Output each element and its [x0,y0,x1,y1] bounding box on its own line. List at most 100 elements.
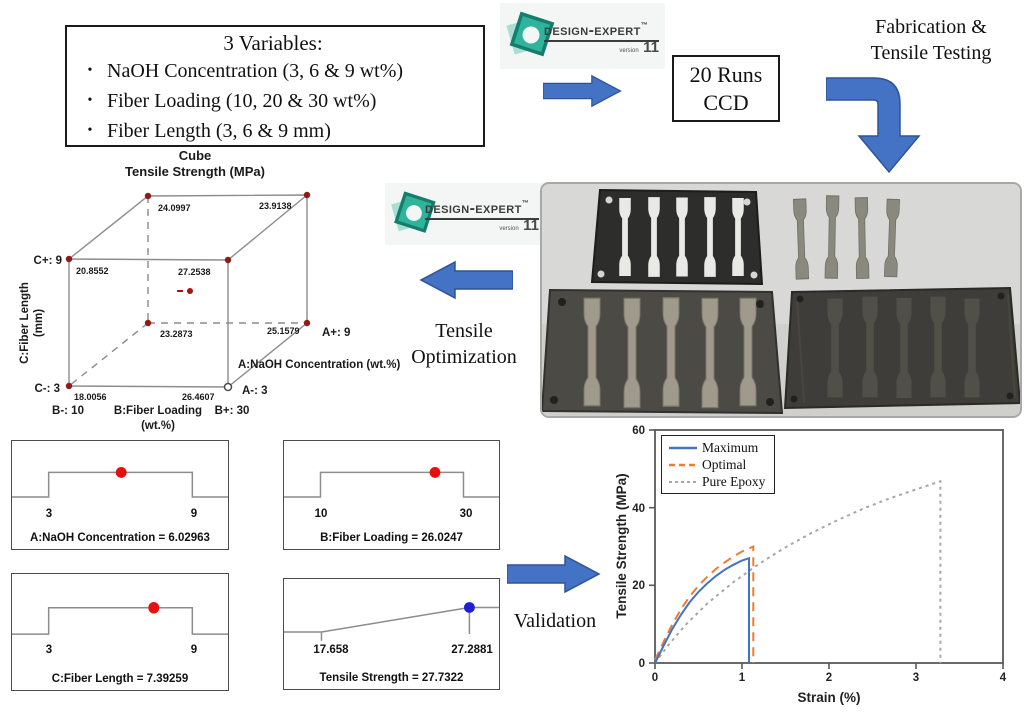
legend-item: Maximum [669,439,768,456]
ccd-line1: 20 Runs [689,61,763,87]
axis-level-label: B+: 30 [215,405,250,417]
axis-level-label: A-: 3 [242,385,268,397]
variable-text: Fiber Loading (10, 20 & 30 wt%) [107,90,377,112]
corner-point-open [223,382,233,392]
low-tick-label: 17.658 [313,643,349,656]
specimens-photo [540,182,1022,418]
ccd-box: 20 Runs CCD [672,55,780,122]
corner-point [65,255,73,263]
design-expert-logo: Design-Expert™ version 11 [500,3,665,69]
legend-label: Pure Epoxy [702,473,766,489]
corner-point [144,319,152,327]
validation-label: Validation [513,610,597,632]
axis-level-label: C-: 3 [34,383,60,395]
bullet-icon: • [87,93,93,108]
mold-plate-textured [783,286,1020,410]
flow-arrow-left-icon [419,260,513,300]
high-tick-label: 9 [190,643,198,656]
cube-value: 23.2873 [160,329,193,339]
axis-b-label: (wt.%) [141,420,175,432]
bullet-icon: • [87,63,93,78]
y-tick: 40 [632,503,645,515]
factor-point [148,601,160,614]
axis-level-label: C+: 9 [34,255,62,267]
factor-caption: B:Fiber Loading = 26.0247 [320,532,463,544]
mold-plate-cutout [590,188,764,286]
cube-value: 23.9138 [259,201,292,211]
x-axis-label: Strain (%) [797,690,860,705]
design-expert-logo: Design-Expert™ version 11 [385,183,545,245]
factor-point [115,467,127,478]
series-pure-epoxy [654,479,942,664]
trademark: ™ [640,21,649,29]
series-maximum [654,556,750,664]
y-tick: 0 [639,658,645,670]
flow-arrow-elbow-down-icon [826,77,921,174]
mold-plate-filled [542,288,784,415]
legend-label: Maximum [702,439,759,455]
x-tick: 0 [652,672,658,684]
trademark: ™ [521,199,530,207]
corner-point [144,192,152,200]
list-item: • Fiber Length (3, 6 & 9 mm) [73,116,473,146]
factor-caption: Tensile Strength = 27.7322 [319,672,464,684]
axis-a-label: A:NaOH Concentration (wt.%) [238,359,400,371]
axis-level-label: A+: 9 [322,327,350,339]
cube-subtitle: Tensile Strength (MPa) [125,164,265,179]
logo-version: version 11 [499,216,539,234]
corner-point [224,256,232,264]
corner-point [65,382,73,390]
legend-item: Optimal [669,456,768,473]
axis-b-label: B:Fiber Loading [114,405,202,417]
factor-point [429,467,441,478]
cube-title: Cube [179,148,212,163]
cube-value: 26.4607 [182,392,215,402]
ccd-line2: CCD [703,89,749,115]
flow-arrow-right-icon [507,554,601,594]
variables-list: • NaOH Concentration (3, 6 & 9 wt%) • Fibe… [73,56,473,146]
cube-plot: Cube Tensile Strength (MPa) 24.0997 23.9… [10,148,408,440]
prediction-point [463,602,475,613]
factor-plot-fiber-loading: 10 30 B:Fiber Loading = 26.0247 [283,440,500,550]
list-item: • NaOH Concentration (3, 6 & 9 wt%) [73,56,473,86]
x-tick: 1 [739,672,746,684]
cube-value: 25.1579 [267,326,300,336]
factor-plot-naoh: 3 9 A:NaOH Concentration = 6.02963 [11,440,229,550]
cube-value: 24.0997 [158,203,191,213]
x-tick: 2 [826,672,832,684]
factor-plot-tensile-strength: 17.658 27.2881 Tensile Strength = 27.732… [283,578,500,690]
x-tick: 3 [913,672,919,684]
corner-point [303,319,311,327]
low-tick-label: 3 [45,643,53,656]
tensile-optimization-label: Tensile Optimization [411,320,517,368]
logo-name: Design-Expert™ [544,22,659,42]
variable-text: Fiber Length (3, 6 & 9 mm) [107,120,331,142]
variables-title: 3 Variables: [223,31,323,55]
photo-illustration [542,184,1020,416]
stress-strain-chart: 0 1 2 3 4 0 20 40 60 Strain (%) Tensile … [614,413,1024,709]
low-tick-label: 10 [314,507,328,520]
factor-caption: C:Fiber Length = 7.39259 [51,673,189,685]
high-tick-label: 9 [190,507,198,520]
axis-c-label: C:Fiber Length [19,282,31,364]
factor-plot-fiber-length: 3 9 C:Fiber Length = 7.39259 [11,573,229,691]
low-tick-label: 3 [45,507,53,520]
y-tick: 60 [632,425,645,437]
y-tick: 20 [632,580,645,592]
chart-legend: Maximum Optimal Pure Epoxy [661,435,775,494]
legend-label: Optimal [702,456,747,472]
logo-version: version 11 [619,38,659,56]
fabrication-label: Fabrication & Tensile Testing [870,16,992,64]
variable-text: NaOH Concentration (3, 6 & 9 wt%) [107,60,404,82]
high-tick-label: 27.2881 [451,643,493,656]
x-tick: 4 [1000,672,1007,684]
axis-ticks [649,429,1004,669]
corner-point [303,191,311,199]
bullet-icon: • [87,123,93,138]
logo-name: Design-Expert™ [425,200,539,220]
variables-box: 3 Variables: • NaOH Concentration (3, 6 &… [65,25,485,147]
design-expert-cube-icon [391,191,436,233]
y-axis-label: Tensile Strength (MPa) [615,473,629,618]
cube-value: 20.8552 [76,266,109,276]
legend-item: Pure Epoxy [669,473,768,490]
